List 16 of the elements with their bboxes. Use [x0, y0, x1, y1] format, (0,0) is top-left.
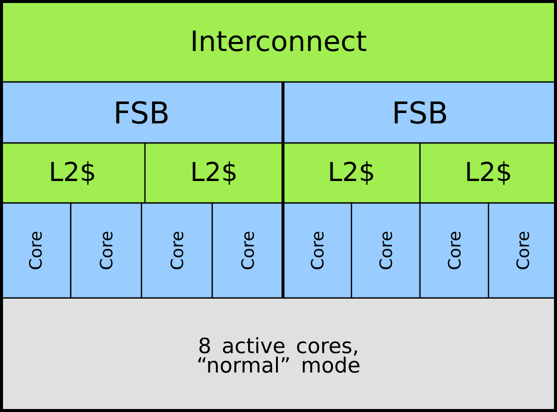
status-panel: 8 active cores, “normal” mode: [0, 297, 557, 412]
bus-bar: FSB: [282, 81, 557, 144]
cache-box: L2$: [282, 142, 421, 204]
bus-bar: FSB: [0, 81, 284, 144]
core-box: Core: [419, 202, 490, 299]
core-box: Core: [140, 202, 213, 299]
interconnect-bar: Interconnect: [0, 0, 557, 83]
core-box: Core: [488, 202, 557, 299]
cache-box: L2$: [0, 142, 146, 204]
core-box: Core: [282, 202, 352, 299]
core-box: Core: [0, 202, 72, 299]
core-box: Core: [350, 202, 421, 299]
cache-box: L2$: [144, 142, 284, 204]
core-box: Core: [70, 202, 142, 299]
cache-box: L2$: [419, 142, 557, 204]
core-box: Core: [212, 202, 284, 299]
